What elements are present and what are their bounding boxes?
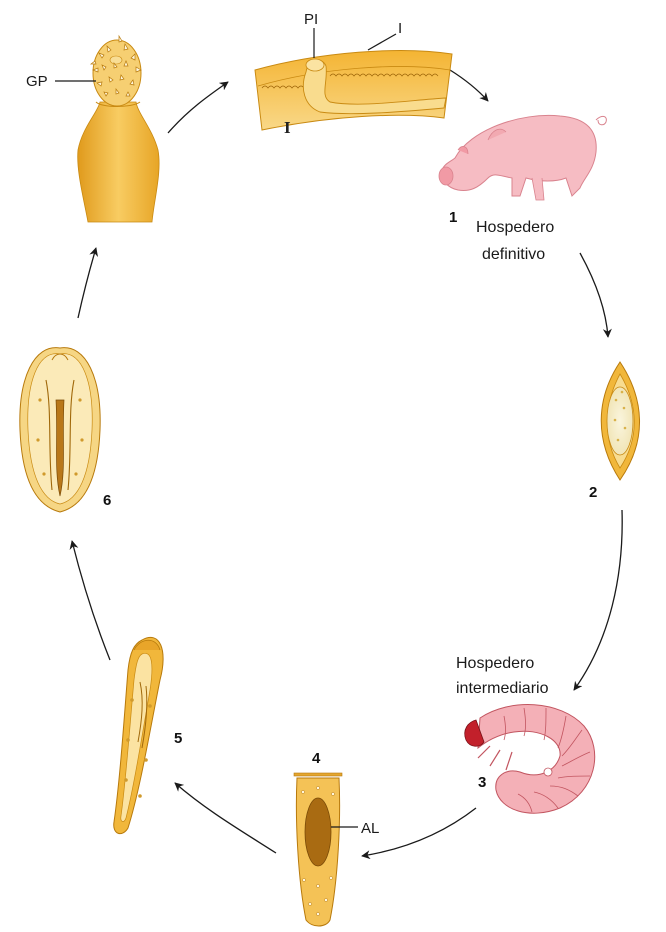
host-intermediate-label-line1: Hospedero xyxy=(456,655,534,672)
arrow-acanthella-to-cystacanth xyxy=(72,541,110,660)
pi-label: PI xyxy=(304,11,318,28)
arrow-egg-to-beetle xyxy=(574,510,622,690)
acanthor-illustration xyxy=(294,773,342,926)
cystacanth-illustration xyxy=(20,348,100,512)
arrow-cystacanth-to-adult xyxy=(78,248,96,318)
i-pointer-line xyxy=(368,34,396,50)
arrow-pig-to-egg xyxy=(580,253,608,337)
gp-label: GP xyxy=(26,73,48,90)
intestine-roman-label: I xyxy=(284,118,291,137)
stage-5-label: 5 xyxy=(174,730,182,747)
arrow-acanthor-to-acanthella xyxy=(175,783,276,853)
arrow-adult-to-intestine xyxy=(168,82,228,133)
host-definitive-label-line2: definitivo xyxy=(482,246,545,263)
stage-4-label: 4 xyxy=(312,750,321,767)
stage-3-label: 3 xyxy=(478,774,486,791)
acanthella-illustration xyxy=(114,637,163,833)
adult-worm-proboscis xyxy=(78,36,159,222)
al-label: AL xyxy=(361,820,379,837)
stage-2-label: 2 xyxy=(589,484,597,501)
i-label: I xyxy=(398,20,402,37)
beetle-larva-illustration xyxy=(465,705,595,814)
stage-6-label: 6 xyxy=(103,492,111,509)
pig-illustration xyxy=(439,115,606,200)
egg-illustration xyxy=(601,362,639,480)
host-intermediate-label-line2: intermediario xyxy=(456,680,549,697)
stage-1-label: 1 xyxy=(449,209,457,226)
arrow-intestine-to-pig xyxy=(450,70,488,101)
host-definitive-label-line1: Hospedero xyxy=(476,219,554,236)
